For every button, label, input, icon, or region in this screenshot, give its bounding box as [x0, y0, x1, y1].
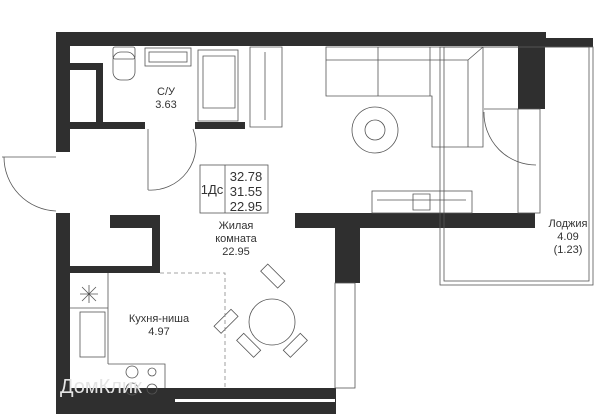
kitchen-zone-boundary	[160, 272, 226, 388]
living-furniture	[213, 46, 484, 358]
living-room-name-1: Жилая	[219, 220, 254, 232]
bathtub-icon	[197, 49, 239, 122]
apartment-summary	[199, 164, 269, 214]
doors[interactable]	[2, 108, 537, 212]
kitchen-name: Кухня-ниша	[129, 313, 190, 325]
kitchen-area: 4.97	[148, 326, 169, 338]
rug-icon	[351, 106, 399, 154]
bathroom-name: С/У	[157, 86, 176, 98]
sink-icon	[144, 47, 192, 67]
bathroom-area: 3.63	[155, 99, 176, 111]
stove-burner	[125, 365, 139, 379]
vent-icon	[80, 285, 98, 303]
area-without-loggia: 31.55	[230, 184, 263, 199]
bathroom-fixtures	[112, 46, 283, 128]
watermark: ДомКлик	[60, 376, 142, 398]
apartment-type: 1Дс	[201, 182, 224, 197]
sofa-icon	[325, 46, 484, 148]
living-room-name-2: комната	[215, 233, 257, 245]
kitchen-fixtures	[70, 272, 226, 396]
loggia-area: 4.09	[557, 231, 578, 243]
towel-rack-icon	[249, 46, 283, 128]
living-area: 22.95	[230, 199, 263, 214]
chairs-icon	[213, 263, 308, 358]
loggia-outline	[334, 46, 594, 389]
tv-stand-icon	[371, 190, 473, 214]
living-room-area: 22.95	[222, 246, 250, 258]
toilet-icon	[112, 51, 136, 81]
dining-table-icon	[248, 298, 296, 346]
kitchen-sink-icon	[79, 311, 106, 358]
coffee-table-icon	[364, 119, 386, 141]
toilet-tank	[112, 46, 136, 60]
loggia-name: Лоджия	[549, 218, 588, 230]
total-area: 32.78	[230, 169, 263, 184]
walls	[56, 32, 593, 414]
loggia-area-reduced: (1.23)	[554, 244, 583, 256]
